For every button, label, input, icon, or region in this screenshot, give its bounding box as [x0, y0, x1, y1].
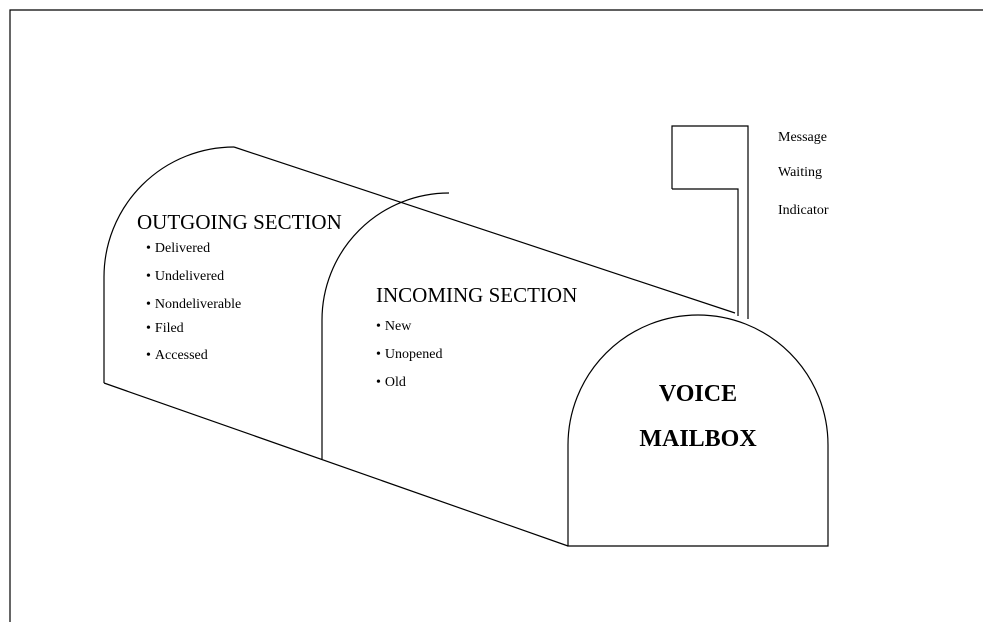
list-item: •New — [376, 320, 411, 334]
list-item-label: New — [384, 319, 412, 334]
flag-pole — [672, 188, 739, 316]
list-item: •Delivered — [146, 242, 210, 256]
bullet-glyph: • — [146, 348, 151, 363]
list-item: •Undelivered — [146, 270, 224, 284]
mailbox-bottom-edge — [103, 382, 569, 547]
bullet-glyph: • — [146, 297, 151, 312]
list-item: •Accessed — [146, 349, 208, 363]
bullet-glyph: • — [376, 347, 381, 362]
page-frame — [9, 9, 983, 622]
list-item-label: Accessed — [154, 348, 208, 363]
incoming-section-title: INCOMING SECTION — [376, 283, 578, 307]
bullet-glyph: • — [146, 321, 151, 336]
flag-label-line1: Message — [778, 130, 827, 145]
message-waiting-flag — [671, 125, 749, 319]
bullet-glyph: • — [376, 319, 381, 334]
list-item-label: Delivered — [154, 241, 211, 256]
list-item-label: Nondeliverable — [154, 297, 242, 312]
list-item: •Old — [376, 376, 406, 390]
list-item-label: Undelivered — [154, 269, 225, 284]
flag-label-line3: Indicator — [778, 203, 829, 218]
incoming-section-outline — [321, 192, 450, 459]
list-item-label: Unopened — [384, 347, 443, 362]
mailbox-title-line2: MAILBOX — [639, 426, 757, 452]
mailbox-top-edge — [233, 146, 736, 314]
mailbox-title-line1: VOICE — [658, 381, 738, 407]
outgoing-section-outline — [103, 146, 235, 383]
list-item-label: Old — [384, 375, 406, 390]
bullet-glyph: • — [146, 241, 151, 256]
outgoing-section-title: OUTGOING SECTION — [137, 210, 342, 234]
bullet-glyph: • — [146, 269, 151, 284]
bullet-glyph: • — [376, 375, 381, 390]
flag-label-line2: Waiting — [778, 165, 822, 180]
list-item-label: Filed — [154, 321, 184, 336]
list-item: •Unopened — [376, 348, 442, 362]
list-item: •Filed — [146, 322, 184, 336]
list-item: •Nondeliverable — [146, 298, 241, 312]
mailbox-front-face — [567, 314, 829, 547]
